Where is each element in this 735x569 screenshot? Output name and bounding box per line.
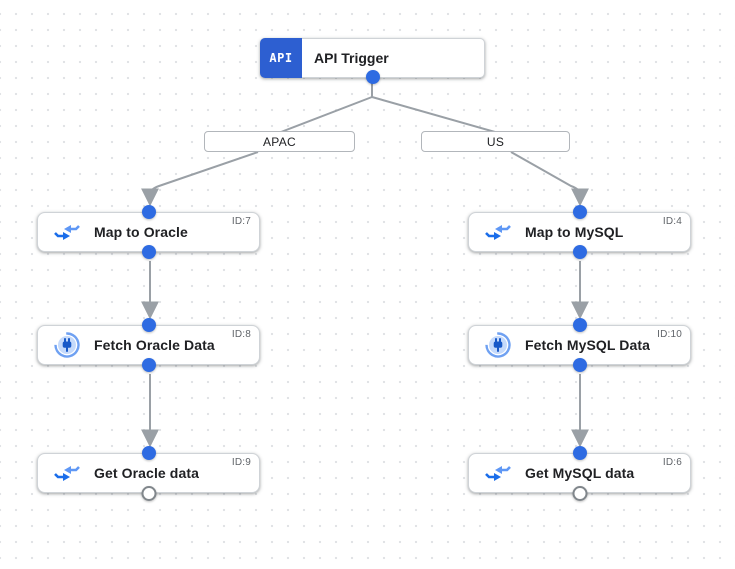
edge-trigger-us <box>371 96 496 133</box>
output-port[interactable] <box>141 358 156 372</box>
node-map-to-mysql[interactable]: ID:4 Map to MySQL <box>468 205 691 259</box>
node-title: Get MySQL data <box>525 465 635 481</box>
node-id-badge: ID:4 <box>662 216 682 227</box>
input-port[interactable] <box>141 318 156 332</box>
terminal-port[interactable] <box>572 486 587 501</box>
node-id-badge: ID:8 <box>231 329 251 340</box>
output-port[interactable] <box>572 358 587 372</box>
data-mapping-icon <box>485 465 511 482</box>
data-mapping-icon <box>54 224 80 241</box>
branch-label-apac[interactable]: APAC <box>204 131 355 152</box>
node-fetch-mysql-data[interactable]: ID:10 Fetch MySQL Data <box>468 318 691 372</box>
node-get-mysql-data[interactable]: ID:6 Get MySQL data <box>468 446 691 501</box>
node-title: Map to Oracle <box>94 224 188 240</box>
node-id-badge: ID:10 <box>657 329 682 340</box>
input-port[interactable] <box>572 205 587 219</box>
branch-label-text: US <box>486 134 505 149</box>
node-api-trigger[interactable]: API API Trigger <box>260 38 485 84</box>
terminal-port[interactable] <box>141 486 156 501</box>
connector-icon <box>485 332 511 358</box>
node-title: Get Oracle data <box>94 465 199 481</box>
node-fetch-oracle-data[interactable]: ID:8 Fetch Oracle Data <box>37 318 260 372</box>
edge-apac-map-oracle <box>141 151 259 207</box>
node-id-badge: ID:6 <box>662 457 682 468</box>
connector-icon <box>54 332 80 358</box>
node-id-badge: ID:9 <box>231 457 251 468</box>
branch-label-text: APAC <box>263 134 296 149</box>
api-trigger-icon: API <box>260 38 302 78</box>
data-mapping-icon <box>485 224 511 241</box>
node-title: Fetch Oracle Data <box>94 337 215 353</box>
input-port[interactable] <box>141 446 156 460</box>
data-mapping-icon <box>54 465 80 482</box>
input-port[interactable] <box>572 318 587 332</box>
output-port[interactable] <box>365 70 380 84</box>
node-title: Fetch MySQL Data <box>525 337 651 353</box>
input-port[interactable] <box>141 205 156 219</box>
edge-us-map-mysql <box>510 151 589 207</box>
branch-label-us[interactable]: US <box>421 131 570 152</box>
node-title: Map to MySQL <box>525 224 624 240</box>
node-map-to-oracle[interactable]: ID:7 Map to Oracle <box>37 205 260 259</box>
node-title: API Trigger <box>314 50 389 66</box>
node-get-oracle-data[interactable]: ID:9 Get Oracle data <box>37 446 260 501</box>
output-port[interactable] <box>141 245 156 259</box>
node-id-badge: ID:7 <box>231 216 251 227</box>
input-port[interactable] <box>572 446 587 460</box>
output-port[interactable] <box>572 245 587 259</box>
edge-trigger-apac <box>280 96 373 133</box>
